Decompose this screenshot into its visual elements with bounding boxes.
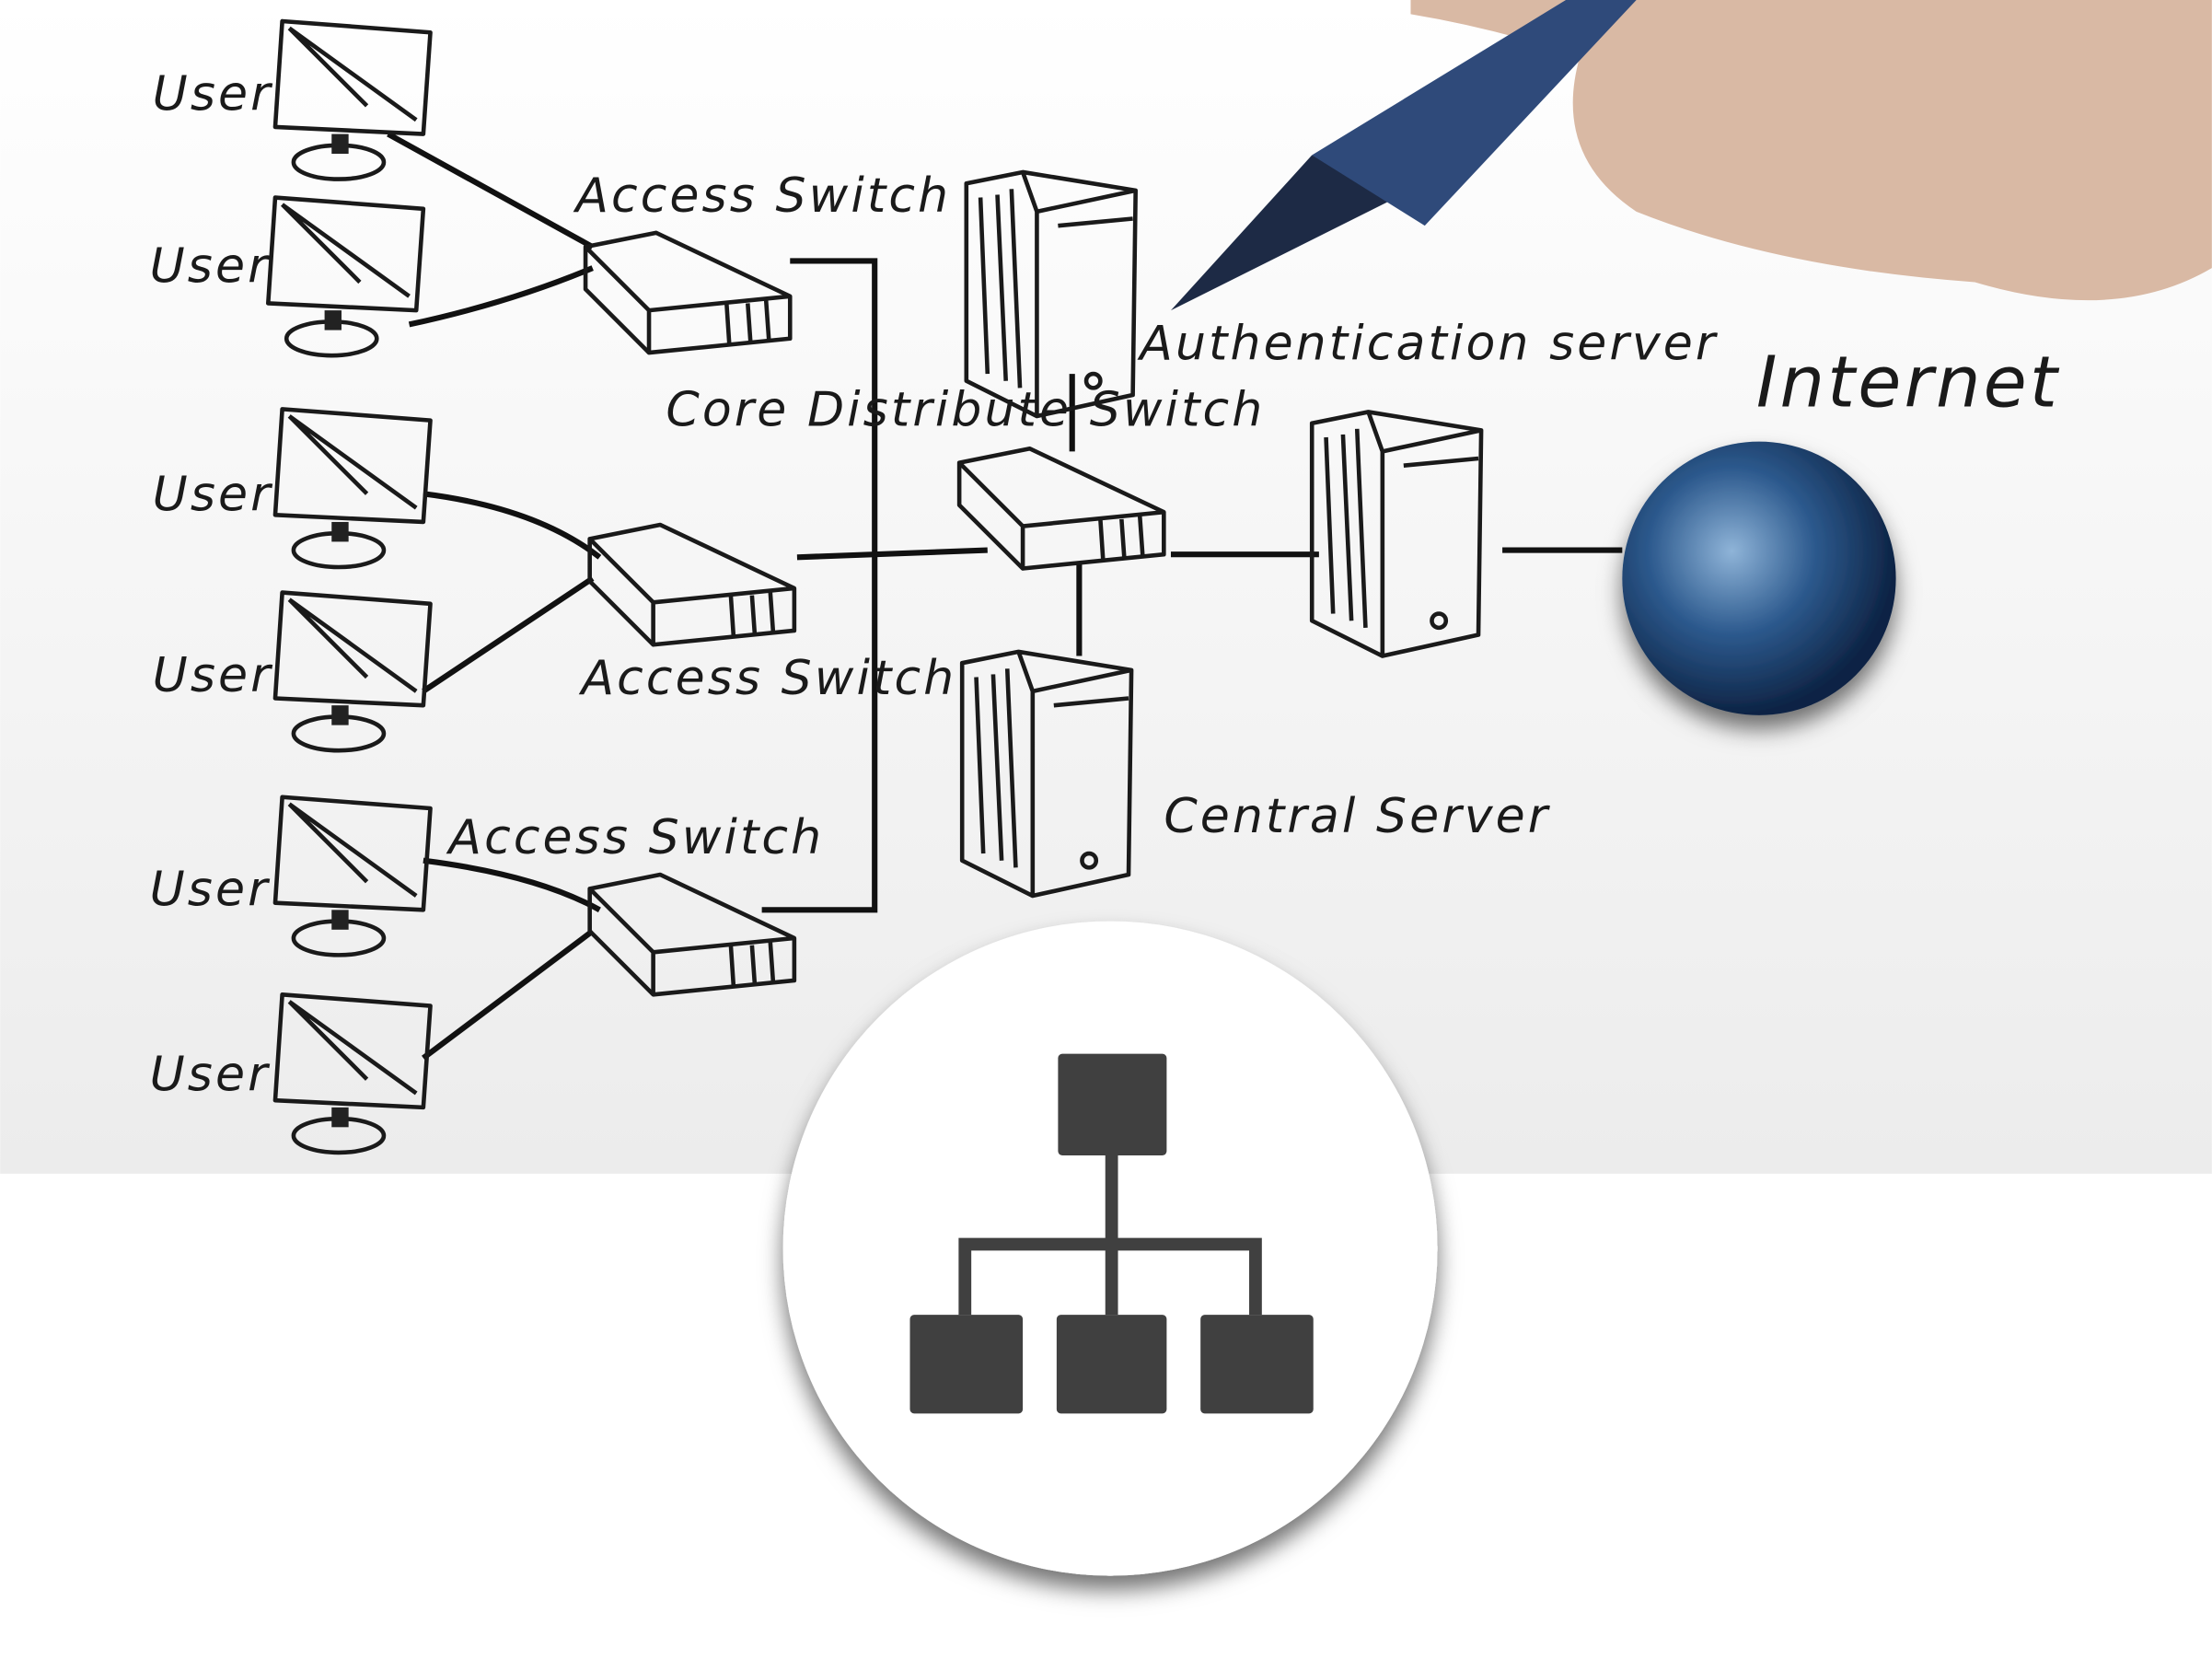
network-wires (387, 131, 1623, 1061)
user-label: User (153, 468, 273, 523)
internet-label: Internet (1756, 342, 2060, 423)
access-switch-label: Access Switch (578, 651, 956, 706)
globe-icon (1622, 441, 1896, 715)
hierarchy-icon (909, 1053, 1314, 1414)
user-label: User (153, 648, 273, 703)
user-label: User (150, 863, 271, 918)
access-switch-label: Access Switch (446, 810, 824, 865)
user-label: User (153, 67, 273, 122)
hand-with-pen-photo (1170, 0, 2212, 311)
core-switch-label: Core Distribute Switch (666, 383, 1265, 438)
auth-server-label: Authentication server (1137, 317, 1719, 372)
user-label: User (150, 1047, 271, 1102)
access-switch-label: Access Switch (573, 168, 951, 224)
user-label: User (150, 238, 271, 294)
hierarchy-badge (782, 921, 1438, 1576)
central-server-label: Central Server (1164, 789, 1550, 844)
